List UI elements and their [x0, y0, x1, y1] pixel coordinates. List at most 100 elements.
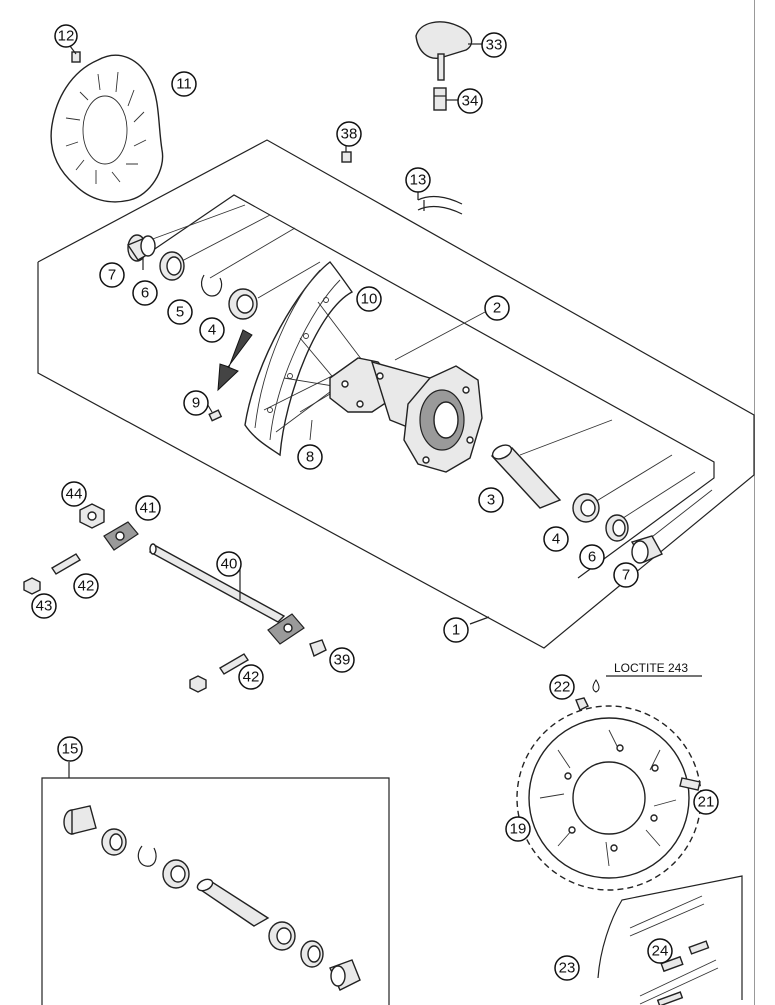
svg-text:21: 21: [698, 794, 715, 811]
callout-22: 22: [549, 674, 575, 700]
callout-44: 44: [61, 481, 87, 507]
callout-7: 7: [99, 262, 125, 288]
callout-39: 39: [329, 647, 355, 673]
svg-text:2: 2: [493, 300, 501, 317]
callout-24: 24: [647, 938, 673, 964]
svg-text:7: 7: [108, 267, 116, 284]
callout-8: 8: [297, 444, 323, 470]
callout-12: 12: [54, 24, 78, 48]
svg-text:44: 44: [66, 486, 83, 503]
kit-spacer-right: [329, 959, 361, 991]
adjuster-nut-right: [189, 675, 207, 693]
loctite-drop-icon: [592, 675, 702, 693]
adjuster-nut-left: [23, 577, 41, 595]
spacer-tube: [490, 444, 562, 509]
seal-right: [605, 514, 629, 542]
guide-lines: [149, 204, 713, 541]
callout-42-right: 42: [238, 664, 264, 690]
callout-34: 34: [457, 88, 483, 114]
rim-lock-nut: [433, 87, 460, 111]
chain-link-parts: [656, 940, 710, 1005]
bearing-left: [228, 288, 258, 320]
chain-adjuster-right: [267, 613, 305, 645]
rear-axle: [148, 543, 286, 623]
wheel-hub: [329, 357, 483, 473]
sprocket-screw: [679, 777, 701, 791]
kit-bearing-left: [162, 859, 190, 889]
svg-text:9: 9: [192, 395, 200, 412]
valve-cap: [341, 146, 352, 163]
callout-10: 10: [356, 286, 382, 312]
callout-41: 41: [135, 495, 161, 521]
wheel-assembly-frame: [37, 139, 755, 649]
svg-text:5: 5: [176, 304, 184, 321]
svg-text:1: 1: [452, 622, 460, 639]
svg-text:43: 43: [36, 598, 53, 615]
callout-1: 1: [443, 617, 469, 643]
kit-spacer-left: [63, 805, 97, 835]
svg-text:6: 6: [588, 549, 596, 566]
kit-circlip: [137, 845, 157, 867]
svg-text:11: 11: [176, 76, 192, 93]
svg-text:39: 39: [334, 652, 351, 669]
brake-disc: [50, 54, 164, 203]
circlip: [200, 274, 223, 297]
callout-33: 33: [481, 32, 507, 58]
svg-text:42: 42: [78, 578, 95, 595]
callout-40: 40: [216, 551, 242, 577]
svg-text:4: 4: [208, 322, 216, 339]
kit-bearing-right: [268, 921, 296, 951]
svg-text:23: 23: [559, 960, 576, 977]
kit-seal-right: [300, 940, 324, 968]
callout-15: 15: [57, 736, 83, 762]
svg-text:42: 42: [243, 669, 260, 686]
drive-chain: [597, 875, 743, 1005]
svg-text:12: 12: [58, 28, 75, 45]
callout-6: 6: [132, 280, 158, 306]
svg-text:6: 6: [141, 285, 149, 302]
svg-text:33: 33: [486, 37, 503, 54]
svg-text:38: 38: [341, 126, 358, 143]
kit-spacer-tube: [196, 878, 270, 927]
callout-43: 43: [31, 593, 57, 619]
callout-6-right: 6: [579, 544, 605, 570]
callout-23: 23: [554, 955, 580, 981]
wheel-rim: [244, 261, 354, 457]
callout-11: 11: [171, 71, 197, 97]
chain-adjuster-left: [103, 521, 139, 551]
callout-9: 9: [183, 390, 209, 416]
adjuster-bolt-left: [51, 553, 81, 575]
rotation-arrow: [217, 329, 253, 392]
callout-2: 2: [484, 295, 510, 321]
callout-5: 5: [167, 299, 193, 325]
callout-42-left: 42: [73, 573, 99, 599]
svg-text:8: 8: [306, 449, 314, 466]
bearing-kit-box: [41, 762, 390, 1005]
svg-text:34: 34: [462, 93, 479, 110]
svg-text:24: 24: [652, 943, 669, 960]
loctite-note: LOCTITE 243: [614, 661, 688, 675]
callout-3: 3: [478, 487, 504, 513]
callout-38: 38: [336, 121, 362, 147]
axle-clamp-bolt: [309, 639, 327, 657]
rear-sprocket: [516, 705, 702, 891]
svg-text:19: 19: [510, 821, 527, 838]
svg-text:41: 41: [140, 500, 157, 517]
adjuster-bolt-right: [219, 653, 249, 675]
seal-left: [159, 251, 185, 281]
page-border-line: [754, 0, 755, 1005]
callout-7-right: 7: [613, 562, 639, 588]
kit-seal-left: [101, 828, 127, 856]
callout-21: 21: [693, 789, 719, 815]
svg-text:22: 22: [554, 679, 571, 696]
callout-4: 4: [199, 317, 225, 343]
sprocket-nut: [575, 697, 589, 711]
svg-text:10: 10: [361, 291, 378, 308]
svg-text:3: 3: [487, 492, 495, 509]
svg-text:4: 4: [552, 531, 560, 548]
rim-tape: [417, 190, 463, 215]
axle-nut: [79, 503, 105, 529]
svg-text:7: 7: [622, 567, 630, 584]
svg-text:13: 13: [410, 172, 427, 189]
